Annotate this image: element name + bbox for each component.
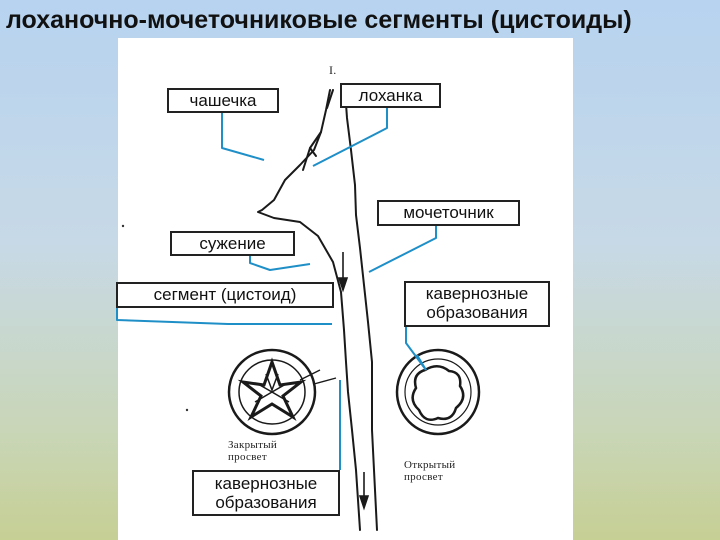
label-narrowing: сужение <box>170 231 295 256</box>
label-ureter: мочеточник <box>377 200 520 226</box>
open-lumen-section <box>397 350 479 434</box>
ureter-drawing <box>258 90 377 530</box>
label-segment: сегмент (цистоид) <box>116 282 334 308</box>
label-cavernous-right: кавернозные образования <box>404 281 550 327</box>
closed-lumen-section <box>229 350 315 434</box>
figure-number: I. <box>329 64 337 77</box>
label-pelvis: лоханка <box>340 83 441 108</box>
closed-lumen-caption: Закрытый просвет <box>228 440 298 463</box>
label-calyx: чашечка <box>167 88 279 113</box>
figure-pointers <box>300 370 336 384</box>
label-cavernous-bottom: кавернозные образования <box>192 470 340 516</box>
open-lumen-caption: Открытый просвет <box>404 460 476 483</box>
